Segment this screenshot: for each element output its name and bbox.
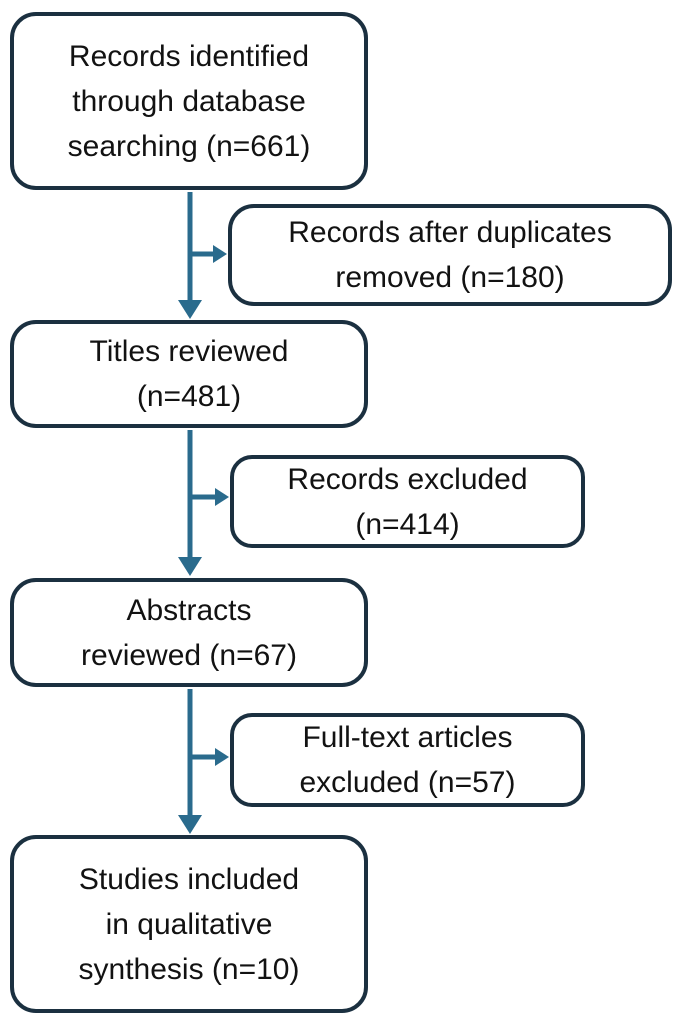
box-text-line: through database <box>72 84 306 118</box>
box-text-line: excluded (n=57) <box>299 766 516 799</box>
arrowhead-right-fulltext-icon <box>215 748 229 766</box>
box-text-line: searching (n=661) <box>67 129 311 163</box>
box-records-identified: Records identified through database sear… <box>10 12 368 190</box>
box-text-line: (n=414) <box>355 507 460 541</box>
box-text-line: Abstracts <box>126 593 252 627</box>
box-text-line: Records identified <box>68 39 310 73</box>
box-text-line: removed (n=180) <box>335 261 565 294</box>
box-text-line: reviewed (n=67) <box>81 638 297 672</box>
arrowhead-right-excluded-icon <box>215 488 229 506</box>
arrowhead-down-titles-icon <box>178 300 202 319</box>
arrowhead-right-duplicates-icon <box>213 245 227 263</box>
box-text-line: Studies included <box>78 862 300 896</box>
box-records-excluded: Records excluded (n=414) <box>230 455 585 548</box>
box-duplicates-removed: Records after duplicates removed (n=180) <box>228 204 672 306</box>
box-studies-included: Studies included in qualitative synthesi… <box>10 835 368 1013</box>
box-text-line: Records excluded <box>287 462 528 496</box>
box-text-line: synthesis (n=10) <box>78 952 300 986</box>
box-text-line: Titles reviewed <box>89 335 289 368</box>
arrowhead-down-abstracts-icon <box>178 557 202 576</box>
box-text-line: (n=481) <box>136 380 242 413</box>
box-abstracts-reviewed: Abstracts reviewed (n=67) <box>10 578 368 687</box>
box-text-line: Full-text articles <box>302 721 513 754</box>
box-fulltext-excluded: Full-text articles excluded (n=57) <box>230 713 585 807</box>
box-titles-reviewed: Titles reviewed (n=481) <box>10 320 368 428</box>
box-text-line: Records after duplicates <box>288 216 612 249</box>
box-text-line: in qualitative <box>105 907 273 941</box>
arrowhead-down-included-icon <box>178 815 202 834</box>
